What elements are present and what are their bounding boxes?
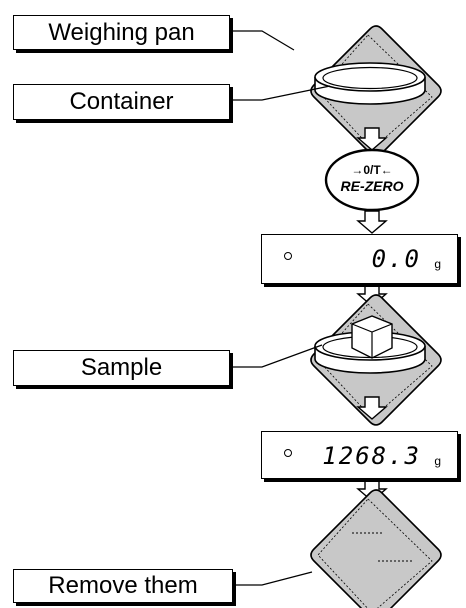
display-reading: 0.0: [371, 245, 421, 273]
display-unit: g: [434, 454, 441, 468]
stable-indicator-icon: [284, 252, 292, 260]
sample-leader: [230, 344, 323, 368]
container-label: Container: [13, 84, 230, 120]
display-unit: g: [434, 257, 441, 271]
flow-arrow-2: [357, 210, 387, 234]
empty-weighing-pan: [310, 489, 442, 608]
remove-them-label: Remove them: [13, 569, 233, 603]
weighing-pan-leader: [230, 30, 295, 51]
rezero-key: →0/T← RE-ZERO: [324, 148, 420, 212]
container-leader: [230, 85, 331, 101]
weighing-pan-with-sample: [310, 294, 442, 426]
remove-them-leader: [233, 571, 313, 586]
sample-label: Sample: [13, 350, 230, 386]
rezero-key-top-text: →0/T←: [351, 163, 392, 177]
sample-cube-icon: [351, 315, 393, 359]
display-reading: 1268.3: [322, 442, 421, 470]
balance-display-tare: 0.0 g: [261, 234, 458, 284]
balance-display-sample: 1268.3 g: [261, 431, 458, 479]
stable-indicator-icon: [284, 449, 292, 457]
weighing-pan-label: Weighing pan: [13, 15, 230, 50]
rezero-key-main-text: RE-ZERO: [341, 178, 404, 194]
